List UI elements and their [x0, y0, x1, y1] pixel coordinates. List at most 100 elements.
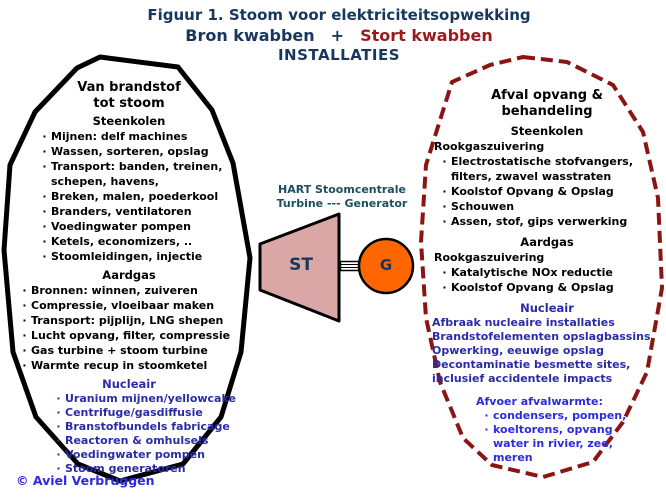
list-item: schepen, havens, [38, 174, 250, 189]
list-item-text: Lucht opvang, filter, compressie [31, 329, 231, 342]
bullet-icon: · [22, 284, 27, 297]
list-item: · Ketels, economizers, .. [38, 234, 250, 249]
list-item-text: Transport: banden, treinen, [51, 160, 223, 173]
list-item: filters, zwavel wasstraten [438, 169, 664, 184]
bullet-icon: · [42, 190, 47, 203]
section-title-steenkolen-waste: Steenkolen [510, 124, 584, 138]
steenkolen-source-list: ·Mijnen: delf machines·Wassen, sorteren,… [38, 129, 250, 264]
bullet-icon: · [42, 235, 47, 248]
list-item-text: Afbraak nucleaire installaties [432, 316, 615, 329]
list-item: · Voedingwater pompen [38, 219, 250, 234]
list-item: · koeltorens, opvang [480, 423, 664, 437]
list-item: ·Koolstof Opvang & Opslag [438, 280, 664, 295]
source-lobe-heading: Van brandstof tot stoom [77, 80, 181, 111]
waste-lobe-content: Afval opvang & behandeling Steenkolen Ro… [430, 88, 664, 465]
copyright-notice: © Aviel Verbruggen [16, 473, 155, 488]
list-item: Brandstofelementen opslagbassins [432, 330, 664, 344]
list-item: ·Transport: pijplijn, LNG shepen [18, 313, 250, 328]
bullet-icon: · [442, 266, 447, 279]
bullet-icon: · [22, 299, 27, 312]
rookgaszuivering-label: Rookgaszuivering [434, 251, 545, 264]
list-item-text: Electrostatische stofvangers, [451, 155, 634, 168]
list-item-text: Reactoren & omhulsels [65, 434, 209, 447]
list-item-text: Ketels, economizers, .. [51, 235, 193, 248]
list-item: ·Wassen, sorteren, opslag [38, 144, 250, 159]
list-item: ·Koolstof Opvang & Opslag [438, 184, 664, 199]
list-item: Decontaminatie besmette sites, [432, 358, 664, 372]
list-item: ·Warmte recup in stoomketel [18, 358, 250, 373]
list-item-text: Gas turbine + stoom turbine [31, 344, 208, 357]
list-item: · Assen, stof, gips verwerking [438, 214, 664, 229]
bullet-icon: · [442, 155, 447, 168]
bullet-icon: · [56, 462, 61, 475]
bullet-icon [480, 437, 493, 451]
list-item-text: Opwerking, eeuwige opslag [432, 344, 604, 357]
list-item-text: Assen, stof, gips verwerking [451, 215, 628, 228]
list-item-text: Voedingwater pompen [51, 220, 191, 233]
list-item: meren [480, 451, 664, 465]
list-item: inclusief accidentele impacts [432, 372, 664, 386]
list-item-text: Stoomleidingen, injectie [51, 250, 203, 263]
list-item: Opwerking, eeuwige opslag [432, 344, 664, 358]
list-item-text: Bronnen: winnen, zuiveren [31, 284, 198, 297]
list-item-text: filters, zwavel wasstraten [451, 170, 612, 183]
list-item-text: Transport: pijplijn, LNG shepen [31, 314, 224, 327]
list-item-text: koeltorens, opvang [493, 423, 613, 436]
bullet-icon [38, 174, 51, 189]
list-item: ·Centrifuge/gasdiffusie [52, 406, 250, 420]
list-item: Afbraak nucleaire installaties [432, 316, 664, 330]
list-item-text: Decontaminatie besmette sites, [432, 358, 631, 371]
list-item-text: inclusief accidentele impacts [432, 372, 613, 385]
list-item-text: Mijnen: delf machines [51, 130, 188, 143]
list-item: ·Transport: banden, treinen, [38, 159, 250, 174]
list-item-text: Branders, ventilatoren [51, 205, 192, 218]
bullet-icon: · [484, 409, 489, 422]
list-item-text: Schouwen [451, 200, 515, 213]
bullet-icon: · [442, 281, 447, 294]
list-item-text: Katalytische NOx reductie [451, 266, 613, 279]
list-item: · condensers, pompen, [480, 409, 664, 423]
list-item-text: Breken, malen, poederkool [51, 190, 219, 203]
bullet-icon: · [22, 344, 27, 357]
bullet-icon: · [442, 185, 447, 198]
waste-lobe-heading: Afval opvang & behandeling [491, 88, 603, 119]
steam-turbine-shape [258, 212, 341, 323]
bullet-icon: · [22, 329, 27, 342]
steenkolen-waste-list: · Electrostatische stofvangers, filters, z… [438, 154, 664, 229]
bullet-icon: · [22, 359, 27, 372]
list-item: · Gas turbine + stoom turbine [18, 343, 250, 358]
list-item-text: water in rivier, zee, [493, 437, 613, 450]
list-item-text: Branstofbundels fabricage [65, 420, 230, 433]
bullet-icon: · [442, 215, 447, 228]
section-title-aardgas: Aardgas [102, 268, 156, 282]
list-item-text: meren [493, 451, 533, 464]
generator-shape [357, 237, 415, 295]
list-item: ·Stoom generatoren [52, 462, 250, 476]
list-item: ·Compressie, vloeibaar maken [18, 298, 250, 313]
bullet-icon: · [56, 448, 61, 461]
list-item: ·Mijnen: delf machines [38, 129, 250, 144]
list-item-text: condensers, pompen, [493, 409, 627, 422]
bullet-icon [438, 169, 451, 184]
aardgas-source-list: · Bronnen: winnen, zuiveren·Compressie, v… [18, 283, 250, 373]
list-item-text: Voedingwater pompen [65, 448, 205, 461]
plus-sign: + [330, 26, 345, 45]
list-item: · Electrostatische stofvangers, [438, 154, 664, 169]
rookgaszuivering-label: Rookgaszuivering [434, 140, 545, 153]
list-item-text: Wassen, sorteren, opslag [51, 145, 209, 158]
afvalwarmte-title: Afvoer afvalwarmte: [476, 395, 603, 408]
section-title-aardgas-waste: Aardgas [520, 235, 574, 249]
bullet-icon: · [56, 406, 61, 419]
list-item-text: schepen, havens, [51, 175, 159, 188]
list-item: · Lucht opvang, filter, compressie [18, 328, 250, 343]
aardgas-waste-list: · Katalytische NOx reductie·Koolstof Opva… [438, 265, 664, 295]
bullet-icon: · [42, 250, 47, 263]
bullet-icon: · [42, 220, 47, 233]
bullet-icon: · [484, 423, 489, 436]
list-item: ·Branstofbundels fabricage [52, 420, 250, 434]
bullet-icon: · [42, 205, 47, 218]
stort-kwabben-label: Stort kwabben [360, 26, 493, 45]
figure-title-block: Figuur 1. Stoom voor elektriciteitsopwek… [6, 6, 666, 65]
installaties-label: INSTALLATIES [277, 46, 401, 64]
